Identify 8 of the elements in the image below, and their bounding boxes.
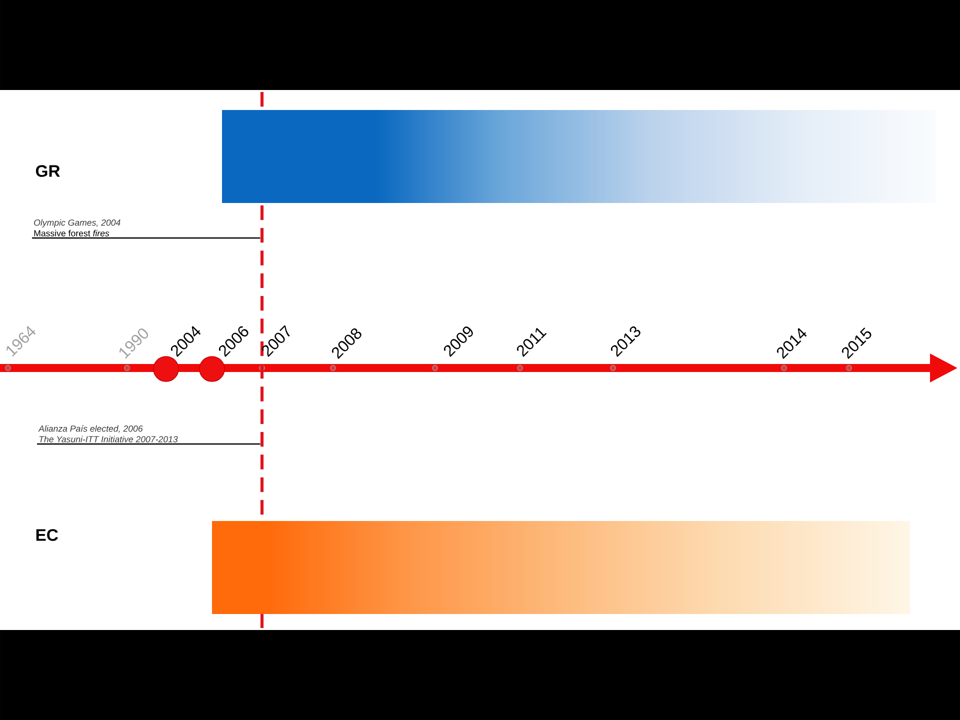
gradient-band	[222, 110, 936, 203]
note-text: Alianza País elected, 2006 The Yasuni-ITT Initiative 2007-2013	[38, 425, 178, 442]
leader-line	[37, 443, 260, 445]
gradient-band	[212, 521, 910, 614]
note-text: Olympic Games, 2004 Massive forest fires	[34, 219, 120, 236]
leader-line	[32, 237, 260, 239]
row-label: GR	[36, 165, 60, 177]
row-label: EC	[36, 529, 58, 541]
